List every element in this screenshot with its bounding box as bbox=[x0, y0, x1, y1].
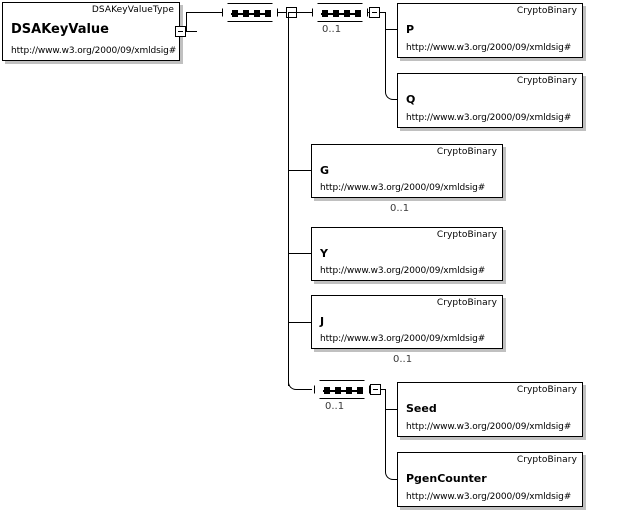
connector-root-to-toggle bbox=[186, 31, 197, 32]
element-type-label: CryptoBinary bbox=[516, 455, 577, 465]
element-node-g[interactable]: CryptoBinary G http://www.w3.org/2000/09… bbox=[311, 144, 503, 198]
element-node-p[interactable]: CryptoBinary P http://www.w3.org/2000/09… bbox=[397, 3, 583, 58]
element-name-label: DSAKeyValue bbox=[11, 22, 110, 37]
element-name-label: Seed bbox=[406, 402, 437, 415]
connector-seq2-branch-vertical-p bbox=[385, 12, 386, 30]
element-type-label: CryptoBinary bbox=[516, 6, 577, 16]
element-node-dsakeyvalue[interactable]: DSAKeyValueType DSAKeyValue http://www.w… bbox=[2, 2, 180, 61]
element-node-pgencounter[interactable]: CryptoBinary PgenCounter http://www.w3.o… bbox=[397, 452, 583, 507]
element-name-label: Y bbox=[320, 247, 328, 260]
element-namespace-label: http://www.w3.org/2000/09/xmldsig# bbox=[320, 183, 486, 193]
connector-seq2-to-toggle bbox=[368, 12, 370, 13]
connector-trunk-entry bbox=[297, 12, 315, 13]
sequence-dot bbox=[243, 10, 249, 17]
sequence-compositor-seed-pgen[interactable] bbox=[314, 380, 370, 399]
connector-seq1-to-toggle bbox=[278, 12, 287, 13]
connector-seq2-branch-top bbox=[380, 12, 386, 13]
sequence-compositor-root[interactable] bbox=[222, 3, 278, 22]
connector-root-to-sequence bbox=[186, 12, 222, 13]
element-name-label: J bbox=[320, 315, 325, 328]
sequence-dot bbox=[232, 10, 238, 17]
element-node-y[interactable]: CryptoBinary Y http://www.w3.org/2000/09… bbox=[311, 227, 503, 281]
element-namespace-label: http://www.w3.org/2000/09/xmldsig# bbox=[320, 334, 486, 344]
cardinality-g: 0..1 bbox=[390, 203, 410, 214]
element-name-label: Q bbox=[406, 93, 416, 106]
sequence-bar bbox=[323, 390, 363, 392]
connector-seq3-branch-vertical-seed bbox=[385, 389, 386, 410]
element-type-label: CryptoBinary bbox=[516, 76, 577, 86]
sequence-dot bbox=[346, 387, 352, 394]
sequence-dot bbox=[324, 387, 330, 394]
element-node-j[interactable]: CryptoBinary J http://www.w3.org/2000/09… bbox=[311, 295, 503, 349]
cardinality-sequence-pq: 0..1 bbox=[322, 24, 342, 35]
element-node-seed[interactable]: CryptoBinary Seed http://www.w3.org/2000… bbox=[397, 382, 583, 437]
element-namespace-label: http://www.w3.org/2000/09/xmldsig# bbox=[406, 113, 572, 123]
connector-to-pgencounter bbox=[385, 409, 398, 480]
collapse-toggle-sequence-seed-pgen[interactable] bbox=[370, 384, 381, 395]
collapse-toggle-sequence-pq[interactable] bbox=[369, 7, 380, 18]
element-type-label: CryptoBinary bbox=[436, 230, 497, 240]
element-node-q[interactable]: CryptoBinary Q http://www.w3.org/2000/09… bbox=[397, 73, 583, 128]
sequence-dot bbox=[333, 10, 339, 17]
connector-to-j bbox=[288, 322, 312, 323]
sequence-bar bbox=[321, 13, 361, 15]
element-name-label: PgenCounter bbox=[406, 472, 487, 485]
element-namespace-label: http://www.w3.org/2000/09/xmldsig# bbox=[406, 422, 572, 432]
collapse-toggle-root[interactable] bbox=[175, 26, 186, 37]
connector-seq3-branch-top bbox=[381, 389, 386, 390]
connector-trunk-top bbox=[288, 12, 298, 13]
element-name-label: G bbox=[320, 164, 330, 177]
element-namespace-label: http://www.w3.org/2000/09/xmldsig# bbox=[406, 492, 572, 502]
connector-to-g bbox=[288, 170, 312, 171]
element-type-label: CryptoBinary bbox=[436, 298, 497, 308]
element-namespace-label: http://www.w3.org/2000/09/xmldsig# bbox=[406, 43, 572, 53]
sequence-dot bbox=[357, 387, 363, 394]
cardinality-j: 0..1 bbox=[393, 354, 413, 365]
connector-to-q bbox=[385, 29, 398, 100]
element-type-label: DSAKeyValueType bbox=[91, 5, 174, 15]
connector-main-trunk bbox=[288, 12, 289, 386]
connector-root-vertical bbox=[186, 13, 187, 32]
element-namespace-label: http://www.w3.org/2000/09/xmldsig# bbox=[11, 46, 177, 56]
sequence-dot bbox=[322, 10, 328, 17]
element-type-label: CryptoBinary bbox=[436, 147, 497, 157]
sequence-dot bbox=[265, 10, 271, 17]
sequence-dot bbox=[355, 10, 361, 17]
element-namespace-label: http://www.w3.org/2000/09/xmldsig# bbox=[320, 266, 486, 276]
sequence-compositor-pq[interactable] bbox=[312, 3, 368, 22]
sequence-dot bbox=[344, 10, 350, 17]
connector-to-y bbox=[288, 253, 312, 254]
sequence-bar bbox=[231, 13, 271, 15]
element-type-label: CryptoBinary bbox=[516, 385, 577, 395]
connector-trunk-to-sequence-seed bbox=[288, 372, 312, 390]
sequence-dot bbox=[254, 10, 260, 17]
cardinality-sequence-seed-pgen: 0..1 bbox=[325, 401, 345, 412]
element-name-label: P bbox=[406, 23, 415, 36]
sequence-dot bbox=[335, 387, 341, 394]
